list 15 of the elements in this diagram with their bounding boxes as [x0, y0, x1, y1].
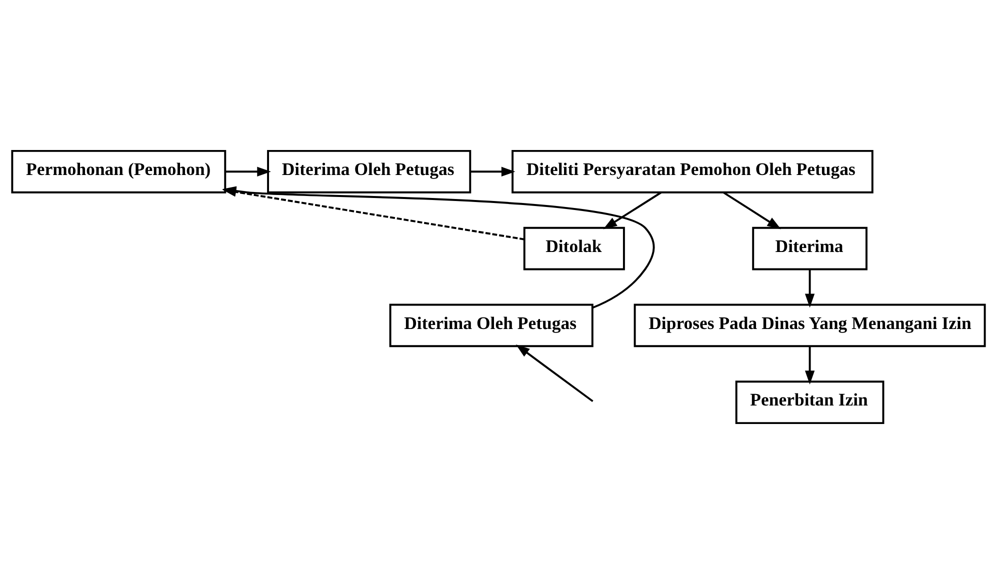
node-box: Permohonan (Pemohon) — [11, 149, 226, 193]
arrow — [603, 191, 662, 229]
arrow — [516, 344, 594, 402]
arrow — [804, 346, 815, 384]
node-box: Diproses Pada Dinas Yang Menangani Izin — [634, 303, 986, 347]
arrow — [723, 191, 782, 229]
arrow — [470, 166, 516, 176]
node-box: Diterima Oleh Petugas — [267, 149, 472, 193]
node-box: Diterima — [752, 226, 868, 270]
arrow — [225, 166, 271, 176]
node-box: Penerbitan Izin — [735, 380, 884, 424]
node-box: Ditolak — [523, 226, 625, 270]
arrow — [804, 269, 815, 308]
node-box: Diteliti Persyaratan Pemohon Oleh Petugas — [512, 149, 874, 193]
node-box: Diterima Oleh Petugas — [389, 303, 594, 347]
